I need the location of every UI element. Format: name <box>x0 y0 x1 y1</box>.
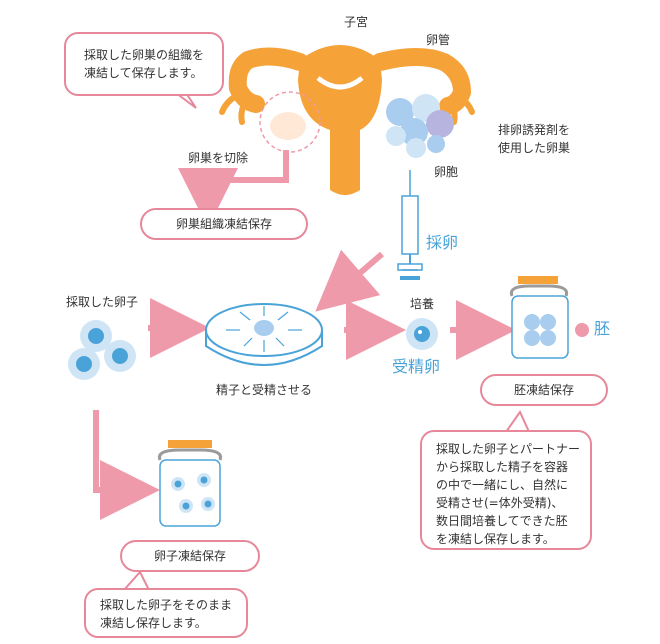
uterus-illustration <box>219 45 475 195</box>
label-ovary-stimulated-2: 使用した卵巣 <box>498 141 571 155</box>
note-embryo-line-4: 受精させ(=体外受精)、 <box>436 496 564 510</box>
note-embryo-line-3: の中で一緒にし、自然に <box>436 478 569 492</box>
arrow-eggs-to-egg-jar <box>93 410 160 520</box>
egg-jar-illustration <box>157 440 223 527</box>
label-culture: 培養 <box>410 297 435 311</box>
ovary-cut-illustration <box>259 91 321 153</box>
label-egg-retrieval: 採卵 <box>426 233 459 252</box>
note-embryo-line-6: を凍結し保存します。 <box>436 532 555 546</box>
stimulated-ovary-illustration <box>386 94 454 158</box>
label-fertilized-egg: 受精卵 <box>392 357 441 376</box>
box-ovarian-tissue-freeze: 卵巣組織凍結保存 <box>140 208 308 240</box>
label-follicle: 卵胞 <box>434 165 459 179</box>
fertilized-egg-illustration <box>406 318 438 350</box>
petri-dish-illustration <box>205 303 323 366</box>
label-retrieved-egg: 採取した卵子 <box>66 295 139 309</box>
note-embryo-line-2: から採取した精子を容器 <box>436 460 569 474</box>
box-embryo-freeze: 胚凍結保存 <box>480 374 608 406</box>
syringe-illustration <box>397 170 423 280</box>
arrow-to-petri-dish <box>315 249 384 312</box>
note-embryo-line-5: 数日間培養してできた胚 <box>436 514 568 528</box>
note-embryo-line-1: 採取した卵子とパートナー <box>436 442 581 456</box>
note-egg-line-2: 凍結し保存します。 <box>100 616 207 630</box>
note-egg-line-1: 採取した卵子をそのまま <box>100 598 233 612</box>
retrieved-eggs-illustration <box>68 320 136 380</box>
note-embryo: 採取した卵子とパートナー から採取した精子を容器 の中で一緒にし、自然に 受精さ… <box>420 430 592 550</box>
label-ovary-stimulated-1: 排卵誘発剤を <box>498 123 571 137</box>
arrow-to-ovarian-tissue <box>178 150 289 228</box>
embryo-dot <box>575 323 589 337</box>
label-fertilize: 精子と受精させる <box>216 383 313 397</box>
embryo-jar-illustration <box>509 276 569 359</box>
note-tissue-line-2: 凍結して保存します。 <box>84 66 203 80</box>
note-egg: 採取した卵子をそのまま 凍結し保存します。 <box>84 588 248 638</box>
box-egg-freeze: 卵子凍結保存 <box>120 540 260 572</box>
label-fallopian-tube: 卵管 <box>426 33 451 47</box>
note-ovarian-tissue: 採取した卵巣の組織を 凍結して保存します。 <box>64 32 224 96</box>
label-uterus: 子宮 <box>344 15 369 29</box>
label-ovary-cut: 卵巣を切除 <box>188 151 249 165</box>
note-tissue-line-1: 採取した卵巣の組織を <box>84 48 205 62</box>
label-embryo: 胚 <box>594 319 611 338</box>
